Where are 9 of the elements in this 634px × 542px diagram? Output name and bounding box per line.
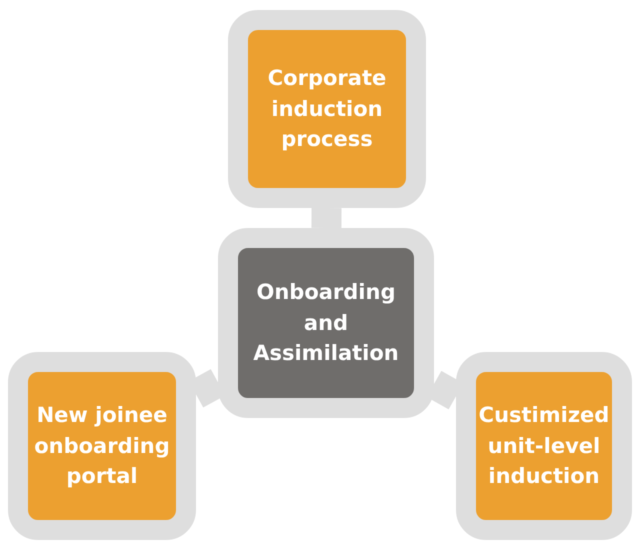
topic-box <box>456 352 632 540</box>
topic-box <box>8 352 196 540</box>
box-label: Onboarding and Assimilation <box>252 279 400 368</box>
box-label: Corporate induction process <box>266 65 388 154</box>
topic-box <box>228 10 426 208</box>
box-label: Custimized unit-level induction <box>478 402 610 490</box>
connector-bar <box>311 208 342 228</box>
center-box <box>218 228 434 418</box>
box-label: New joinee onboarding portal <box>33 402 171 490</box>
